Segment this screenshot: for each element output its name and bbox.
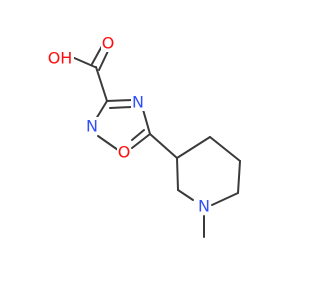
atom-label-o1: O [118,143,131,162]
bond-pip-c3-c4 [176,136,211,159]
bond-n2-c3 [95,100,108,120]
bond-acid-c3 [95,66,108,102]
atom-label-n-piperidine: N [198,197,210,216]
molecule-diagram: OH O N N O N [48,34,241,238]
bond-c-o-double-a [91,45,103,65]
bond-pip-c4-c5 [209,136,241,162]
atom-n4: N [131,93,145,112]
atom-label-o-carbonyl: O [102,34,115,53]
structure-canvas: OH O N N O N [48,34,241,238]
bond-c3-n4-a [106,99,133,102]
bond-pip-c6-n1 [211,192,239,206]
bond-pip-c2-c3 [176,157,179,191]
bond-c5-o1-a [131,133,151,149]
atom-label-n4: N [132,93,144,112]
bond-pip-n1-c2 [177,189,194,201]
atom-oh: OH [48,48,74,68]
bond-c-oh [71,56,96,68]
bond-c-o-double-b [98,50,109,71]
bond-pip-c5-c6 [237,160,241,194]
atom-label-oh: OH [48,49,73,68]
atom-o1: O [117,143,131,162]
atom-o-carbonyl: O [101,34,115,53]
atom-label-n2: N [86,117,98,136]
atom-n-piperidine: N [197,197,211,216]
bond-o1-n2 [97,135,119,151]
bond-c5-c3prime [149,133,178,159]
bond-c3-n4-b [109,106,133,109]
atom-n2: N [85,117,99,136]
bond-c5-o1-b [131,129,145,141]
